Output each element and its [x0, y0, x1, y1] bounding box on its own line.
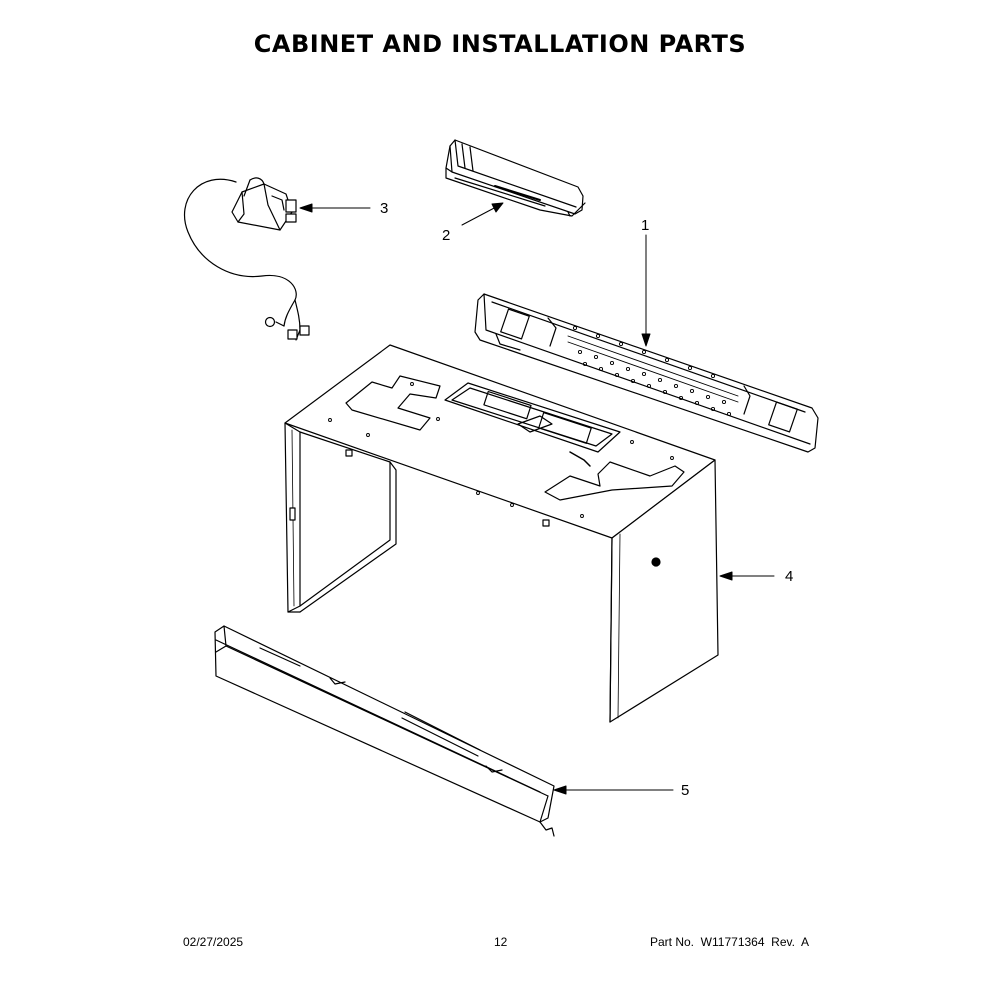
callout-1: 1 [641, 217, 650, 234]
footer-date: 02/27/2025 [183, 935, 244, 949]
part-4-cabinet[interactable] [284, 344, 719, 723]
part-1-mounting-plate[interactable] [474, 293, 819, 453]
footer-page-number: 12 [494, 935, 508, 949]
footer-part-number: Part No. W11771364 Rev. A [650, 935, 809, 949]
callout-leaders [299, 202, 775, 795]
callout-5: 5 [681, 782, 690, 799]
part-5-trim-bar[interactable] [214, 625, 555, 837]
callout-3: 3 [380, 200, 389, 217]
part-3-power-cord[interactable] [183, 177, 310, 341]
part-2-damper[interactable] [445, 139, 586, 217]
page-title: CABINET AND INSTALLATION PARTS [253, 30, 747, 58]
callout-2: 2 [442, 227, 451, 244]
callout-4: 4 [785, 568, 794, 585]
